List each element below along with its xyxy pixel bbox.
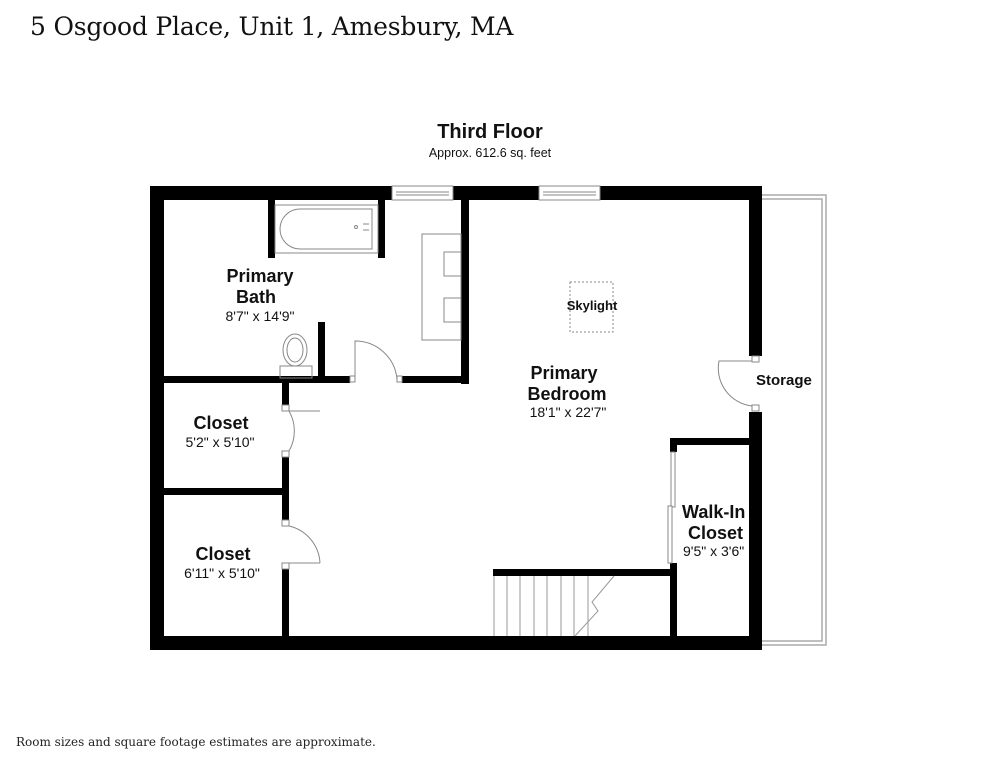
room-closet-1: Closet 5'2" x 5'10" [186, 413, 255, 450]
room-name: Bedroom [527, 384, 606, 404]
room-dimensions: 5'2" x 5'10" [186, 434, 255, 450]
staircase-icon [493, 575, 615, 637]
room-name: Primary [530, 363, 597, 383]
floor-title: Third Floor [437, 121, 543, 143]
windows [391, 185, 601, 201]
room-primary-bath: Primary Bath 8'7" x 14'9" [226, 266, 295, 324]
room-storage: Storage [756, 372, 812, 389]
room-name: Bath [236, 287, 276, 307]
room-dimensions: 8'7" x 14'9" [226, 308, 295, 324]
bathtub-icon [274, 204, 379, 254]
room-name: Closet [195, 544, 250, 564]
toilet-icon [279, 333, 313, 379]
room-name: Walk-In [682, 502, 745, 522]
skylight-outline [569, 281, 614, 333]
room-dimensions: 9'5" x 3'6" [683, 543, 744, 559]
room-name: Storage [756, 372, 812, 389]
vanity-sinks-icon [421, 233, 462, 341]
room-name: Closet [688, 523, 743, 543]
storage-outline [762, 194, 827, 646]
room-dimensions: 18'1" x 22'7" [530, 404, 607, 420]
room-primary-bedroom: Primary Bedroom 18'1" x 22'7" [527, 363, 606, 420]
room-dimensions: 6'11" x 5'10" [184, 565, 260, 581]
doors [281, 340, 760, 570]
room-walk-in-closet: Walk-In Closet 9'5" x 3'6" [682, 502, 745, 559]
room-name: Closet [193, 413, 248, 433]
walls [150, 186, 762, 650]
floor-area: Approx. 612.6 sq. feet [429, 146, 552, 160]
disclaimer: Room sizes and square footage estimates … [16, 735, 376, 749]
property-address: 5 Osgood Place, Unit 1, Amesbury, MA [30, 12, 514, 41]
skylight-label: Skylight [567, 298, 618, 313]
room-closet-2: Closet 6'11" x 5'10" [184, 544, 260, 581]
room-name: Primary [226, 266, 293, 286]
